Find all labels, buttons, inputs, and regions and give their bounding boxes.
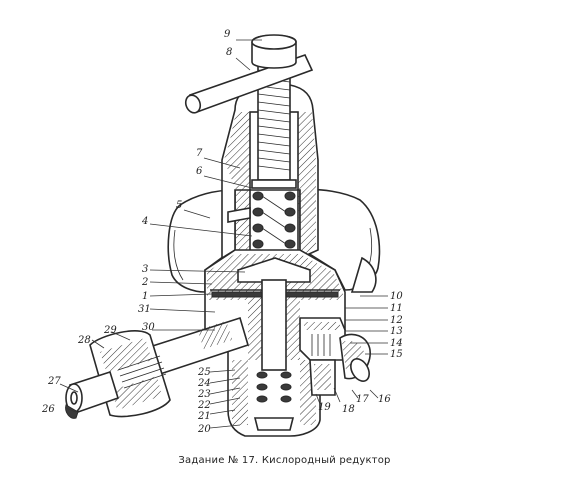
- label-16: 16: [378, 394, 391, 405]
- leader-lines: [59, 39, 388, 429]
- label-22: 22: [197, 400, 211, 411]
- label-15: 15: [390, 349, 403, 360]
- label-12: 12: [390, 315, 403, 326]
- safety-valve: [299, 256, 377, 396]
- label-14: 14: [390, 338, 403, 349]
- label-30: 30: [142, 322, 155, 333]
- label-29: 29: [103, 325, 117, 336]
- label-28: 28: [77, 335, 91, 346]
- label-1: 1: [142, 291, 148, 302]
- label-11: 11: [390, 303, 403, 314]
- label-2: 2: [141, 277, 148, 288]
- inlet-union: [65, 316, 249, 419]
- label-8: 8: [226, 47, 232, 58]
- part-labels: 9 8 7 6 5 4 3 2 1 31 30 29 28 27 26 25 2…: [41, 29, 403, 435]
- label-31: 31: [138, 304, 151, 315]
- label-27: 27: [47, 376, 61, 387]
- handle-knob: [251, 34, 297, 69]
- label-6: 6: [196, 166, 203, 177]
- label-18: 18: [342, 404, 355, 415]
- label-4: 4: [141, 216, 148, 227]
- label-21: 21: [197, 411, 211, 422]
- label-3: 3: [142, 264, 148, 275]
- label-10: 10: [390, 291, 403, 302]
- label-5: 5: [176, 200, 182, 211]
- label-23: 23: [197, 389, 211, 400]
- label-26: 26: [41, 404, 55, 415]
- label-19: 19: [318, 402, 331, 413]
- label-20: 20: [197, 424, 211, 435]
- lower-body: [204, 249, 346, 437]
- label-13: 13: [390, 326, 403, 337]
- pressure-spring: [227, 179, 297, 249]
- label-9: 9: [224, 29, 231, 40]
- label-25: 25: [197, 367, 211, 378]
- drawing-caption: Задание № 17. Кислородный редуктор: [178, 455, 391, 466]
- label-24: 24: [197, 378, 211, 389]
- label-7: 7: [196, 148, 203, 159]
- label-17: 17: [356, 394, 369, 405]
